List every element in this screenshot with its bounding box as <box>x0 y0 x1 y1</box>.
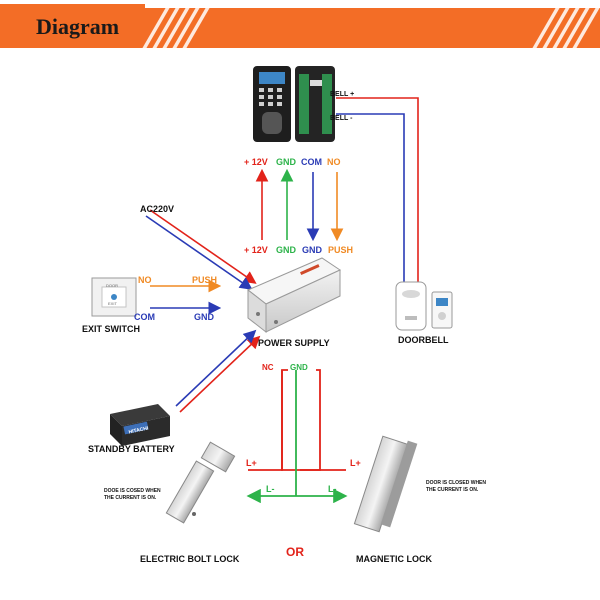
exit-plate-door: DOOR <box>106 283 118 288</box>
label-lminus-left: L- <box>266 484 275 494</box>
label-bottom-gnd-2: GND <box>302 245 323 255</box>
label-top-12v: + 12V <box>244 157 268 167</box>
label-lplus-left: L+ <box>246 458 257 468</box>
note-magnetic-line-1: DOOR IS CLOSED WHEN <box>426 480 486 486</box>
note-magnetic-line-2: THE CURRENT IS ON. <box>426 487 479 493</box>
label-nc: NC <box>262 363 274 372</box>
label-bell-minus: BELL - <box>330 115 353 122</box>
header: Diagram <box>0 0 600 50</box>
note-bolt-line-2: THE CURRENT IS ON. <box>104 495 157 501</box>
note-bolt-line-1: DOOE IS COSED WHEN <box>104 488 161 494</box>
battery-brand: HITACHI <box>128 425 149 435</box>
label-top-no: NO <box>327 157 341 167</box>
label-bottom-push: PUSH <box>328 245 353 255</box>
label-exit-switch: EXIT SWITCH <box>82 324 140 334</box>
label-bottom-gnd-1: GND <box>276 245 297 255</box>
label-ac220v: AC220V <box>140 204 174 214</box>
label-magnetic-lock: MAGNETIC LOCK <box>356 554 432 564</box>
label-bell-plus: BELL + <box>330 91 354 98</box>
header-tab <box>0 4 145 44</box>
label-top-gnd: GND <box>276 157 297 167</box>
label-lplus-right: L+ <box>350 458 361 468</box>
label-exit-com: COM <box>134 312 155 322</box>
doorbell-button <box>431 291 453 329</box>
standby-battery: HITACHI <box>110 404 170 446</box>
label-exit-gnd: GND <box>194 312 215 322</box>
label-or: OR <box>286 545 304 559</box>
label-gnd-lock: GND <box>290 363 308 372</box>
exit-switch-device <box>91 277 137 317</box>
label-lminus-right: L- <box>328 484 337 494</box>
doorbell-unit <box>395 281 427 331</box>
exit-plate-exit: EXIT <box>108 301 117 306</box>
label-electric-bolt-lock: ELECTRIC BOLT LOCK <box>140 554 240 564</box>
label-doorbell: DOORBELL <box>398 335 449 345</box>
label-bottom-12v: + 12V <box>244 245 268 255</box>
label-exit-push: PUSH <box>192 275 217 285</box>
access-controller-front <box>253 66 291 142</box>
label-standby-battery: STANDBY BATTERY <box>88 444 175 454</box>
page-title: Diagram <box>36 14 120 39</box>
label-top-com: COM <box>301 157 322 167</box>
access-controller-back <box>295 66 335 142</box>
label-power-supply: POWER SUPPLY <box>258 338 330 348</box>
electric-bolt-lock <box>165 441 236 524</box>
label-exit-no: NO <box>138 275 152 285</box>
power-supply-box <box>247 257 342 334</box>
magnetic-lock <box>353 435 418 533</box>
